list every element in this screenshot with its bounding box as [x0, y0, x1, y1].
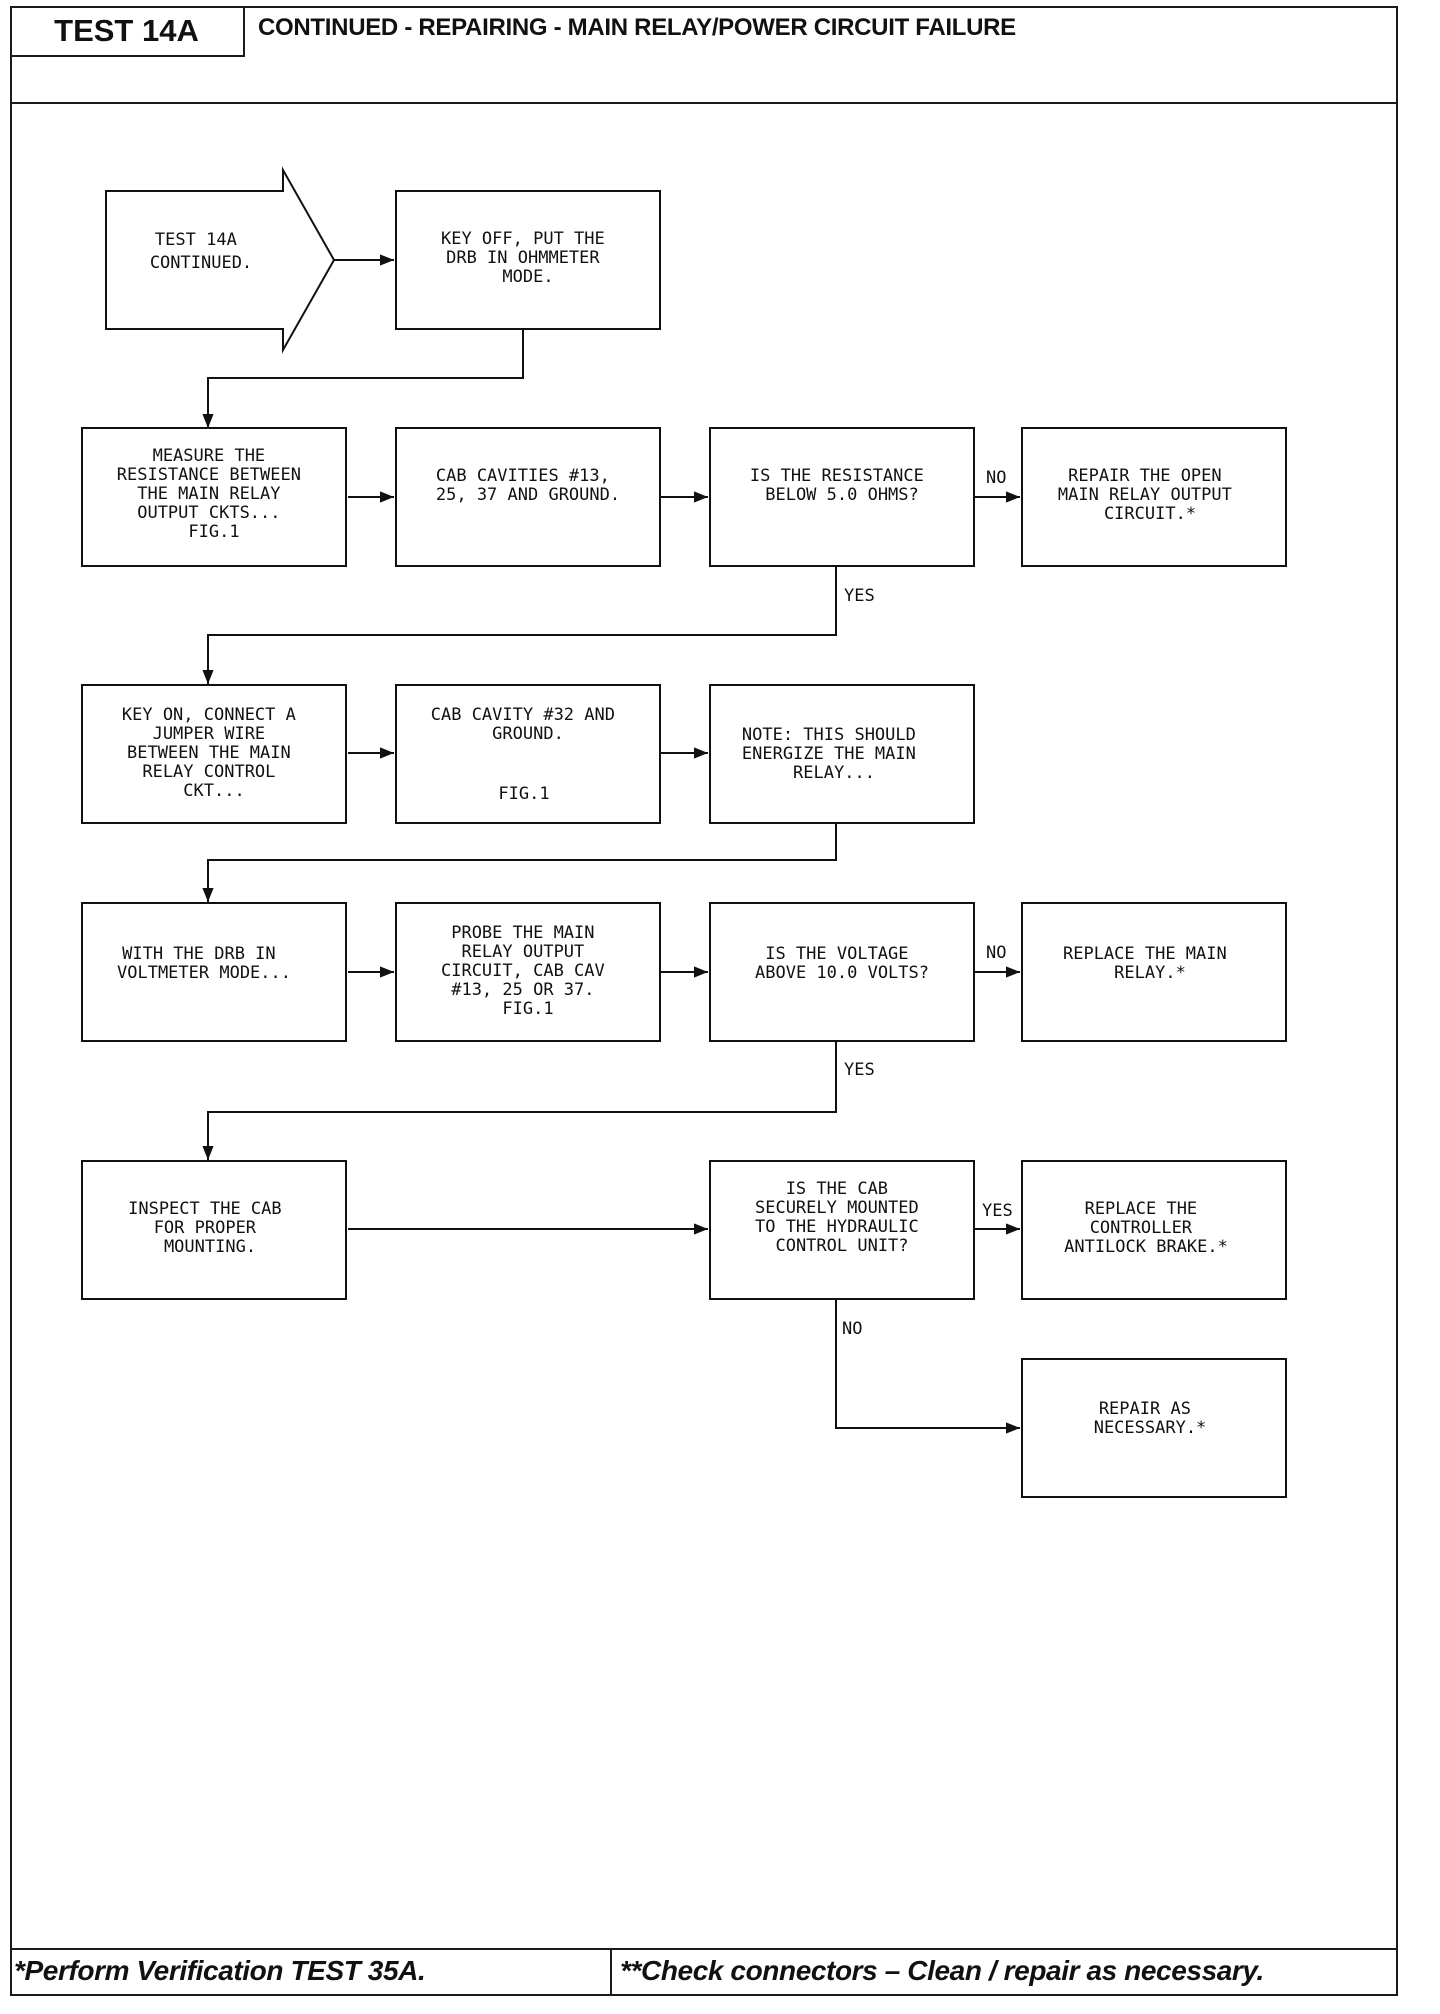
- probe-output-text: PROBE THE MAIN RELAY OUTPUT CIRCUIT, CAB…: [441, 923, 615, 1019]
- voltage-no-label: NO: [986, 943, 1006, 963]
- inspect-cab-box: [81, 1160, 347, 1300]
- connectors: [202, 254, 1020, 1434]
- replace-relay-box: [1021, 902, 1287, 1042]
- footer-verification-note: *Perform Verification TEST 35A.: [14, 1955, 426, 1986]
- resistance-no-label: NO: [986, 468, 1006, 488]
- test-id: TEST 14A: [10, 6, 245, 57]
- repair-as-necessary-box: [1021, 1358, 1287, 1498]
- start-arrow-shape: [105, 166, 336, 354]
- connector-mounted-no: [835, 1298, 1020, 1434]
- repair-as-necessary-text: REPAIR AS NECESSARY.*: [1094, 1399, 1207, 1438]
- repair-open-circuit-text: REPAIR THE OPEN MAIN RELAY OUTPUT CIRCUI…: [1058, 466, 1242, 524]
- voltage-question-text: IS THE VOLTAGE ABOVE 10.0 VOLTS?: [755, 944, 929, 983]
- replace-controller-text: REPLACE THE CONTROLLER ANTILOCK BRAKE.*: [1064, 1199, 1228, 1257]
- resistance-yes-label: YES: [844, 586, 875, 606]
- voltage-yes-label: YES: [844, 1060, 875, 1080]
- footer-divider: [10, 1948, 1398, 1950]
- page-title: CONTINUED - REPAIRING - MAIN RELAY/POWER…: [258, 14, 1016, 41]
- footer-connectors-note: **Check connectors – Clean / repair as n…: [620, 1955, 1264, 1986]
- connector-note-to-voltmeter: [202, 822, 837, 902]
- note-energize-box: [709, 684, 975, 824]
- voltage-question-box: [709, 902, 975, 1042]
- mounted-question-box: [709, 1160, 975, 1300]
- key-off-text: KEY OFF, PUT THE DRB IN OHMMETER MODE.: [441, 229, 615, 287]
- page-frame: [10, 6, 1398, 1996]
- inspect-cab-text: INSPECT THE CAB FOR PROPER MOUNTING.: [128, 1199, 292, 1257]
- connector-key-off-to-measure: [202, 329, 524, 428]
- measure-resistance-text: MEASURE THE RESISTANCE BETWEEN THE MAIN …: [117, 446, 311, 542]
- cab-cavities-text: CAB CAVITIES #13, 25, 37 AND GROUND.: [436, 466, 620, 505]
- voltmeter-mode-box: [81, 902, 347, 1042]
- key-on-jumper-text: KEY ON, CONNECT A JUMPER WIRE BETWEEN TH…: [122, 705, 306, 801]
- key-on-jumper-box: [81, 684, 347, 824]
- start-text: TEST 14A CONTINUED.: [150, 230, 252, 273]
- connector-resistance-yes: [202, 565, 837, 684]
- key-off-box: [395, 190, 661, 330]
- mounted-yes-label: YES: [982, 1201, 1013, 1221]
- flowchart: TEST 14A CONTINUED. KEY OFF, PUT THE DRB…: [81, 166, 1287, 1498]
- footer-column-divider: [610, 1948, 612, 1996]
- note-energize-text: NOTE: THIS SHOULD ENERGIZE THE MAIN RELA…: [742, 725, 926, 783]
- repair-open-circuit-box: [1021, 427, 1287, 567]
- probe-output-box: [395, 902, 661, 1042]
- voltmeter-mode-text: WITH THE DRB IN VOLTMETER MODE...: [117, 944, 291, 983]
- replace-relay-text: REPLACE THE MAIN RELAY.*: [1063, 944, 1237, 983]
- resistance-question-box: [709, 427, 975, 567]
- mounted-no-label: NO: [842, 1319, 862, 1339]
- connector-voltage-yes: [202, 1040, 837, 1160]
- header-divider: [10, 102, 1398, 104]
- cab-cavity-32-box: [395, 684, 661, 824]
- replace-controller-box: [1021, 1160, 1287, 1300]
- cab-cavities-box: [395, 427, 661, 567]
- mounted-question-text: IS THE CAB SECURELY MOUNTED TO THE HYDRA…: [755, 1179, 929, 1256]
- measure-resistance-box: [81, 427, 347, 567]
- resistance-question-text: IS THE RESISTANCE BELOW 5.0 OHMS?: [750, 466, 934, 505]
- cab-cavity-32-text: CAB CAVITY #32 AND GROUND.: [431, 705, 625, 744]
- cab-cavity-32-fig: FIG.1: [498, 784, 549, 804]
